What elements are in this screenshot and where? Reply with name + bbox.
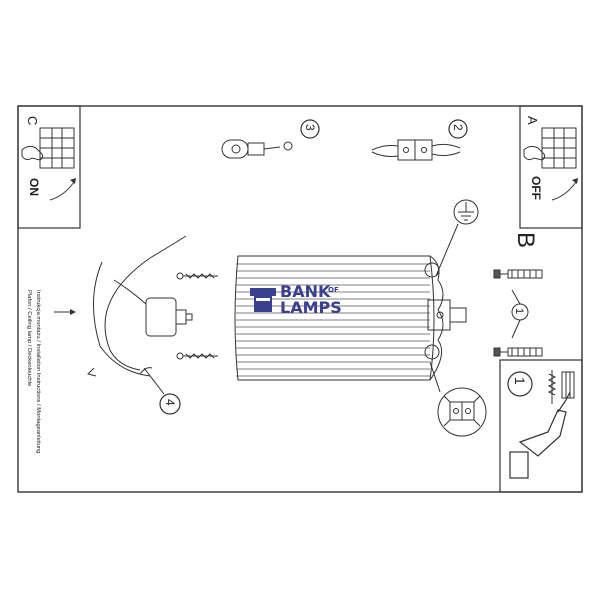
direction-arrow-icon <box>54 309 76 315</box>
step-2-wiring: 2 <box>371 119 468 161</box>
step-3-ground: 3 <box>221 119 320 159</box>
panel-a-letter: A <box>525 116 540 125</box>
step-3-number: 3 <box>303 124 317 131</box>
lamp-body <box>234 255 444 381</box>
panel-c-letter: C <box>25 116 40 125</box>
terminal-detail-bubble <box>429 361 487 437</box>
hand-icon <box>21 145 44 161</box>
step-1-screws-number: 1 <box>513 308 525 314</box>
hand-icon <box>523 145 546 161</box>
terminal-block-icon <box>39 127 75 169</box>
drill-icon <box>509 391 571 479</box>
outer-frame <box>17 105 583 493</box>
logo-word-lamps: LAMPS <box>280 298 342 317</box>
ceiling-shade <box>87 235 193 377</box>
panel-c: C ON <box>17 105 81 229</box>
lamp-body-flutes <box>236 263 430 377</box>
bank-of-lamps-logo: BANK OF LAMPS <box>250 282 342 317</box>
side-text-line1: Instrukcja montażu / Installation Instru… <box>35 290 41 453</box>
wire-connector-icon <box>371 139 461 161</box>
screws-right <box>493 269 543 357</box>
step-2-number: 2 <box>451 124 465 131</box>
ground-symbol-bubble <box>435 199 479 277</box>
panel-a: A OFF <box>519 105 583 229</box>
ground-ring-terminal-icon <box>221 139 293 159</box>
panel-b-letter: B <box>512 232 539 248</box>
side-text-line2: Plafon / Ceiling lamp / Deckenleuchte <box>26 290 32 386</box>
mounting-bracket-icon <box>424 262 467 360</box>
panel-c-state: ON <box>27 178 41 196</box>
step-4-shade: 4 <box>143 367 181 415</box>
step-1-tool-number: 1 <box>512 377 528 385</box>
step-4-number: 4 <box>163 399 177 406</box>
screws-left <box>176 272 218 360</box>
logo-word-bank: BANK <box>280 282 331 301</box>
screw-and-plug-icon <box>547 370 575 404</box>
terminal-block-icon <box>541 127 577 169</box>
tool-panel: 1 <box>499 359 583 493</box>
curved-arrow-icon <box>551 181 577 201</box>
logo-word-of: OF <box>328 286 339 294</box>
panel-a-state: OFF <box>529 176 543 200</box>
curved-arrow-icon <box>49 181 75 201</box>
